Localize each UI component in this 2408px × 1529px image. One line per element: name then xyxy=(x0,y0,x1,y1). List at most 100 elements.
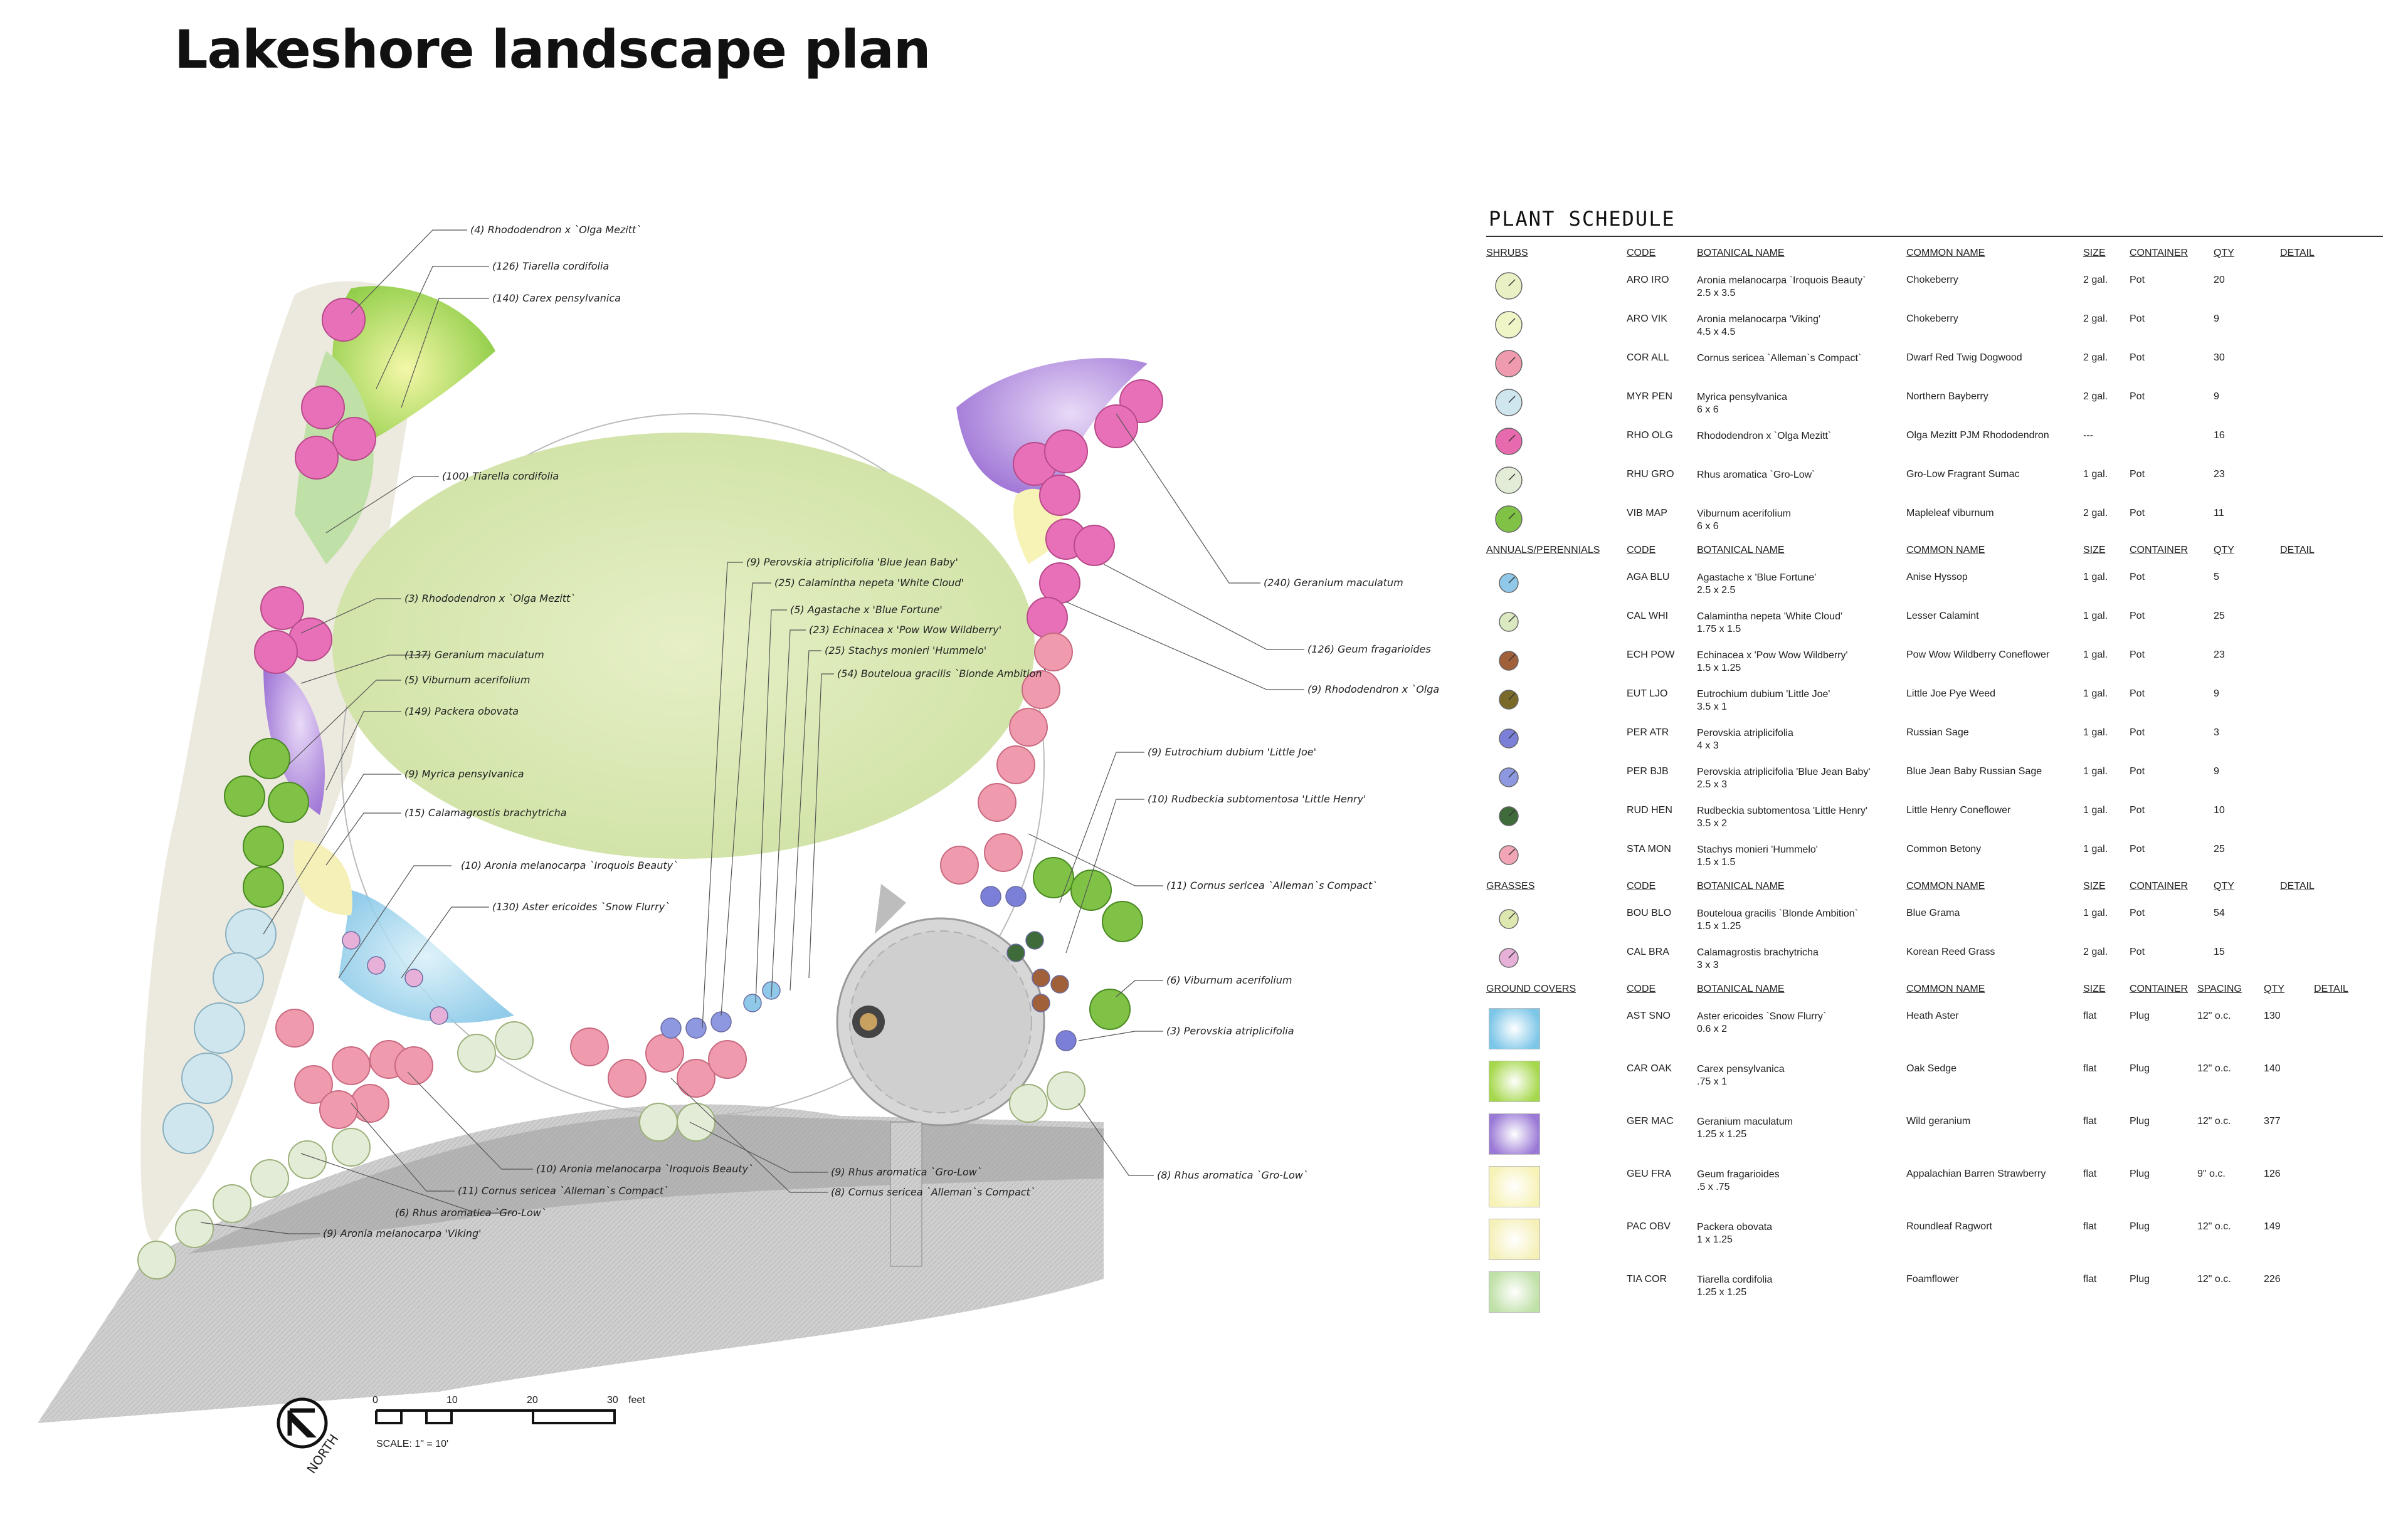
plant-symbol-icon xyxy=(1490,904,1528,934)
plant-code: EUT LJO xyxy=(1627,688,1668,699)
column-header: DETAIL xyxy=(2314,984,2364,995)
column-header-text: CODE xyxy=(1627,984,1656,994)
plant-spacing: 9" o.c. xyxy=(2197,1169,2226,1179)
column-header: QTY xyxy=(2214,248,2280,259)
column-header: SPACING xyxy=(2197,984,2264,995)
plant-container: Pot xyxy=(2130,844,2145,854)
column-header: COMMON NAME xyxy=(1906,984,2083,995)
column-header-text: DETAIL xyxy=(2280,881,2315,891)
plan-label: (126) Tiarella cordifolia xyxy=(492,260,609,272)
plant-spacing: 12" o.c. xyxy=(2197,1063,2231,1074)
column-header-text: CONTAINER xyxy=(2130,248,2189,258)
patio xyxy=(836,884,1045,1267)
plan-label: (23) Echinacea x 'Pow Wow Wildberry' xyxy=(809,624,1001,636)
plant-dimensions: 4 x 3 xyxy=(1697,740,1719,751)
plant-container: Pot xyxy=(2130,572,2145,582)
plant-code: PAC OBV xyxy=(1627,1221,1671,1232)
plant-container: Plug xyxy=(2130,1011,2150,1021)
plant-symbol-cell xyxy=(1486,649,1627,676)
plant-symbol-graphic xyxy=(1495,428,1523,455)
plant-botanical-cell: Geum fragarioides.5 x .75 xyxy=(1697,1169,1906,1194)
plant-container: Pot xyxy=(2130,947,2145,957)
botanical-name: Packera obovata xyxy=(1697,1222,1773,1232)
plan-label: (25) Calamintha nepeta 'White Cloud' xyxy=(774,577,964,589)
plant-dimensions: 0.6 x 2 xyxy=(1697,1024,1728,1034)
common-name: Chokeberry xyxy=(1906,313,1958,324)
column-header: COMMON NAME xyxy=(1906,881,2083,892)
plant-symbol-cell xyxy=(1486,611,1627,637)
common-name: Chokeberry xyxy=(1906,275,1958,285)
plant-symbol-cell xyxy=(1486,389,1627,418)
section-name: ANNUALS/PERENNIALS xyxy=(1486,545,1627,556)
plant-symbol-cell xyxy=(1486,1113,1627,1155)
plan-label: (10) Rudbeckia subtomentosa 'Little Henr… xyxy=(1148,793,1366,805)
plant-symbol-graphic xyxy=(1495,505,1523,533)
plant-botanical-cell: Echinacea x 'Pow Wow Wildberry'1.5 x 1.2… xyxy=(1697,649,1906,675)
column-header: COMMON NAME xyxy=(1906,248,2083,259)
plant-container: Pot xyxy=(2130,688,2145,699)
botanical-name: Perovskia atriplicifolia 'Blue Jean Baby… xyxy=(1697,767,1871,777)
column-header-text: DETAIL xyxy=(2314,984,2348,994)
landscape-plan: (4) Rhododendron x `Olga Mezitt` (126) T… xyxy=(38,224,1439,1476)
plan-label: (54) Bouteloua gracilis `Blonde Ambition… xyxy=(837,668,1047,680)
section-name-text: ANNUALS/PERENNIALS xyxy=(1486,545,1600,555)
plant-symbol-icon xyxy=(1490,349,1528,379)
column-header: CODE xyxy=(1627,248,1697,259)
plant-dimensions: 3 x 3 xyxy=(1697,960,1719,970)
plant-symbol-cell xyxy=(1486,1008,1627,1049)
plant-size: 2 gal. xyxy=(2083,508,2108,518)
plant-dimensions: .5 x .75 xyxy=(1697,1182,1730,1192)
common-name: Heath Aster xyxy=(1906,1011,1959,1021)
plant-symbol-graphic xyxy=(1495,311,1523,339)
plant-symbol-graphic xyxy=(1495,389,1523,416)
botanical-name: Rhus aromatica `Gro-Low` xyxy=(1697,470,1815,480)
plant-symbol-icon xyxy=(1490,723,1528,754)
plant-symbol-cell xyxy=(1486,505,1627,534)
plant-symbol-cell xyxy=(1486,727,1627,754)
column-header-text: DETAIL xyxy=(2280,248,2315,258)
plant-botanical-cell: Carex pensylvanica.75 x 1 xyxy=(1697,1063,1906,1088)
plant-symbol-cell xyxy=(1486,428,1627,456)
column-header: CODE xyxy=(1627,545,1697,556)
plan-label: (137) Geranium maculatum xyxy=(404,649,544,661)
section-name: GRASSES xyxy=(1486,881,1627,892)
botanical-name: Viburnum acerifolium xyxy=(1697,508,1791,519)
plant-code: ARO VIK xyxy=(1627,313,1667,324)
plant-size: 1 gal. xyxy=(2083,649,2108,660)
plant-symbol-graphic xyxy=(1495,350,1523,377)
plant-code: CAL BRA xyxy=(1627,947,1669,957)
column-header-text: CODE xyxy=(1627,545,1656,555)
common-name: Blue Grama xyxy=(1906,908,1960,918)
plant-symbol-graphic xyxy=(1495,272,1523,300)
plant-symbol-icon xyxy=(1490,840,1528,870)
column-header: CODE xyxy=(1627,984,1697,995)
plant-qty: 149 xyxy=(2264,1221,2281,1232)
section-name: GROUND COVERS xyxy=(1486,984,1627,995)
plant-qty: 16 xyxy=(2214,430,2225,441)
botanical-name: Rudbeckia subtomentosa 'Little Henry' xyxy=(1697,806,1868,816)
plant-container: Pot xyxy=(2130,275,2145,285)
plant-size: flat xyxy=(2083,1011,2097,1021)
column-header-text: CODE xyxy=(1627,248,1656,258)
plant-qty: 130 xyxy=(2264,1011,2281,1021)
plant-code: RHO OLG xyxy=(1627,430,1673,441)
plant-symbol-icon xyxy=(1490,465,1528,495)
column-header-text: QTY xyxy=(2214,248,2234,258)
botanical-name: Perovskia atriplicifolia xyxy=(1697,728,1793,738)
plan-label: (9) Eutrochium dubium 'Little Joe' xyxy=(1148,746,1316,758)
plant-code: VIB MAP xyxy=(1627,508,1667,518)
plant-swatch xyxy=(1489,1219,1540,1260)
plant-dimensions: 3.5 x 1 xyxy=(1697,701,1728,712)
scale-tick: 10 xyxy=(446,1395,458,1406)
plant-symbol-cell xyxy=(1486,572,1627,598)
